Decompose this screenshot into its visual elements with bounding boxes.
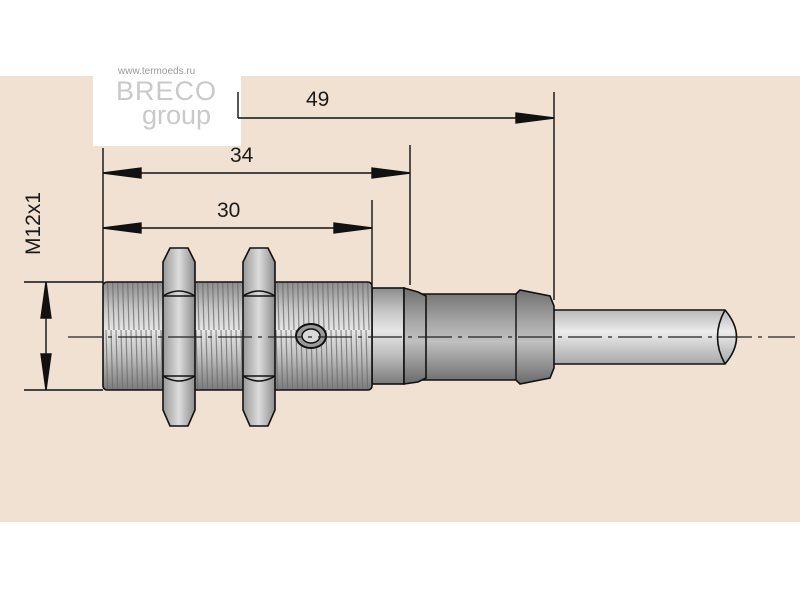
watermark-brand: BRECO bbox=[116, 76, 217, 106]
sensor-neck bbox=[371, 286, 427, 385]
watermark-logo: www.termoeds.ru BRECO group bbox=[93, 60, 241, 146]
watermark-url: www.termoeds.ru bbox=[117, 66, 195, 77]
dimension-lines bbox=[40, 112, 555, 391]
led-indicator bbox=[295, 323, 327, 349]
extension-lines bbox=[24, 92, 555, 391]
dimension-label-thread-spec: M12x1 bbox=[22, 192, 45, 255]
threaded-body bbox=[102, 281, 373, 391]
dimension-label-thread-length: 30 bbox=[217, 199, 240, 222]
dimension-label-34: 34 bbox=[230, 144, 254, 167]
dimension-label-total-length: 49 bbox=[306, 88, 329, 111]
watermark-sub: group bbox=[142, 100, 211, 130]
